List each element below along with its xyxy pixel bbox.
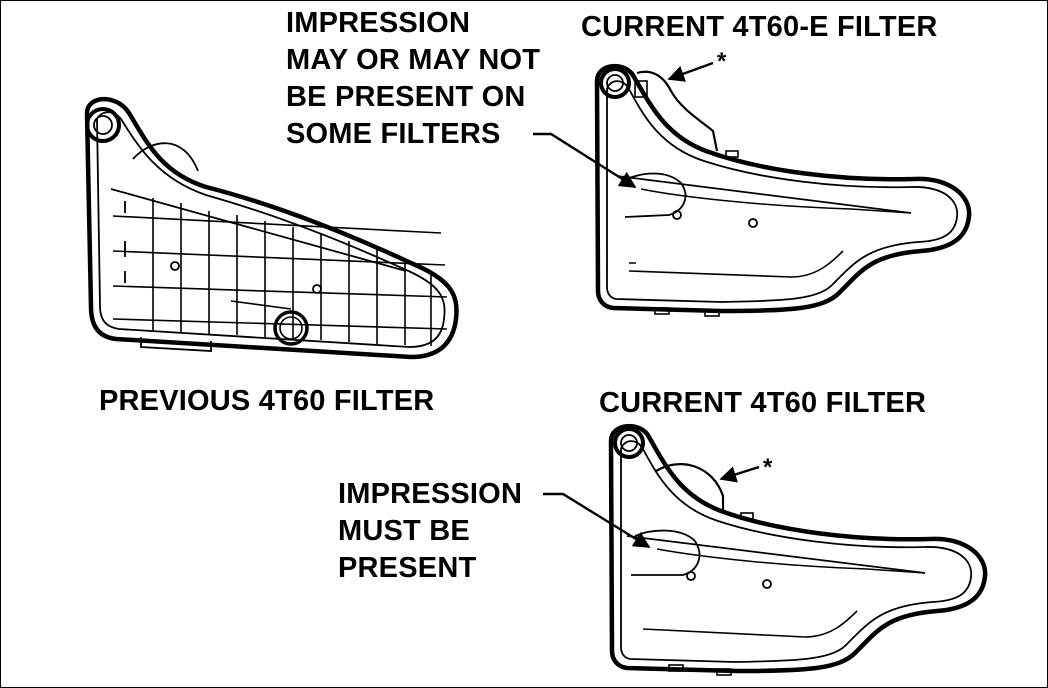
impression-optional-line-2: MAY OR MAY NOT (286, 44, 541, 76)
leader-impression-optional (533, 132, 637, 189)
asterisk-bottom: * (763, 454, 773, 481)
impression-optional-line-4: SOME FILTERS (286, 118, 501, 150)
impression-required-line-3: PRESENT (338, 552, 477, 584)
impression-required-line-1: IMPRESSION (338, 478, 523, 510)
leader-impression-required (543, 492, 651, 549)
asterisk-top: * (717, 48, 727, 75)
previous-4t60-filter-title: PREVIOUS 4T60 FILTER (99, 385, 435, 417)
current-4t60-filter-drawing (608, 423, 988, 676)
current-4t60e-filter-title: CURRENT 4T60-E FILTER (581, 11, 938, 43)
impression-optional-label: IMPRESSION MAY OR MAY NOT BE PRESENT ON … (286, 5, 540, 153)
callout-leaders (533, 132, 651, 549)
impression-required-label: IMPRESSION MUST BE PRESENT (338, 476, 522, 587)
current-4t60-filter-title: CURRENT 4T60 FILTER (599, 387, 927, 419)
impression-required-line-2: MUST BE (338, 515, 470, 547)
impression-optional-line-1: IMPRESSION (286, 7, 471, 39)
current-4t60e-filter-drawing (594, 61, 972, 317)
impression-optional-line-3: BE PRESENT ON (286, 81, 526, 113)
previous-4t60-filter-drawing (84, 96, 459, 360)
